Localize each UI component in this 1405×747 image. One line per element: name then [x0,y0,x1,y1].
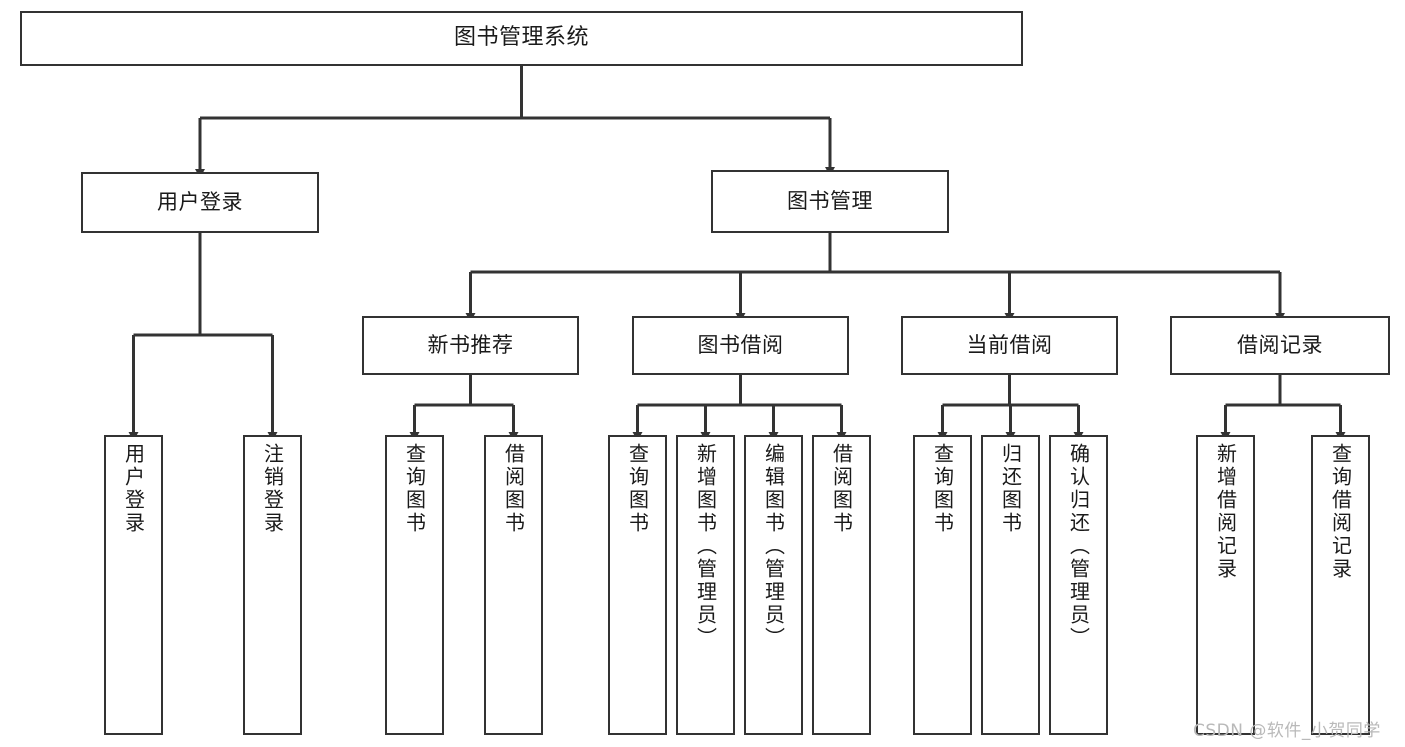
node-leaf-user-logout[interactable]: 注销登录 [243,435,302,735]
node-new-book-rec[interactable]: 新书推荐 [362,316,579,375]
node-leaf-rec-borrow[interactable]: 借阅图书 [484,435,543,735]
node-label-leaf-bb-borrow: 借阅图书 [829,443,854,535]
edge-group [128,66,1346,441]
node-label-leaf-cb-query: 查询图书 [930,443,955,535]
node-label-leaf-br-add: 新增借阅记录 [1213,443,1238,581]
node-leaf-cb-return[interactable]: 归还图书 [981,435,1040,735]
node-label-leaf-rec-borrow: 借阅图书 [501,443,526,535]
node-label-current-borrow: 当前借阅 [966,332,1053,357]
node-borrow-record[interactable]: 借阅记录 [1170,316,1390,375]
node-label-leaf-cb-return: 归还图书 [998,443,1023,535]
node-leaf-bb-query[interactable]: 查询图书 [608,435,667,735]
node-label-root: 图书管理系统 [453,25,589,51]
node-leaf-bb-add[interactable]: 新增图书（管理员） [676,435,735,735]
node-label-leaf-br-query: 查询借阅记录 [1328,443,1353,581]
node-label-new-book-rec: 新书推荐 [427,332,514,357]
node-label-leaf-user-login: 用户登录 [121,443,146,535]
node-book-borrow[interactable]: 图书借阅 [632,316,849,375]
node-leaf-br-add[interactable]: 新增借阅记录 [1196,435,1255,735]
node-leaf-bb-edit[interactable]: 编辑图书（管理员） [744,435,803,735]
node-user-login[interactable]: 用户登录 [81,172,319,233]
node-leaf-cb-confirm[interactable]: 确认归还（管理员） [1049,435,1108,735]
node-leaf-bb-borrow[interactable]: 借阅图书 [812,435,871,735]
watermark-text: CSDN @软件_小贺同学 [1193,721,1381,741]
node-label-book-borrow: 图书借阅 [697,332,784,357]
node-book-manage[interactable]: 图书管理 [711,170,949,233]
node-current-borrow[interactable]: 当前借阅 [901,316,1118,375]
node-label-user-login: 用户登录 [157,189,243,214]
node-label-borrow-record: 借阅记录 [1237,332,1323,357]
node-label-leaf-bb-add: 新增图书（管理员） [693,443,718,650]
node-leaf-rec-query[interactable]: 查询图书 [385,435,444,735]
node-label-book-manage: 图书管理 [787,188,873,213]
node-leaf-user-login[interactable]: 用户登录 [104,435,163,735]
node-label-leaf-bb-query: 查询图书 [625,443,650,535]
node-label-leaf-bb-edit: 编辑图书（管理员） [761,443,786,650]
node-label-leaf-cb-confirm: 确认归还（管理员） [1066,443,1091,650]
node-label-leaf-rec-query: 查询图书 [402,443,427,535]
node-label-leaf-user-logout: 注销登录 [260,443,285,535]
node-leaf-cb-query[interactable]: 查询图书 [913,435,972,735]
node-root[interactable]: 图书管理系统 [20,11,1023,66]
node-leaf-br-query[interactable]: 查询借阅记录 [1311,435,1370,735]
